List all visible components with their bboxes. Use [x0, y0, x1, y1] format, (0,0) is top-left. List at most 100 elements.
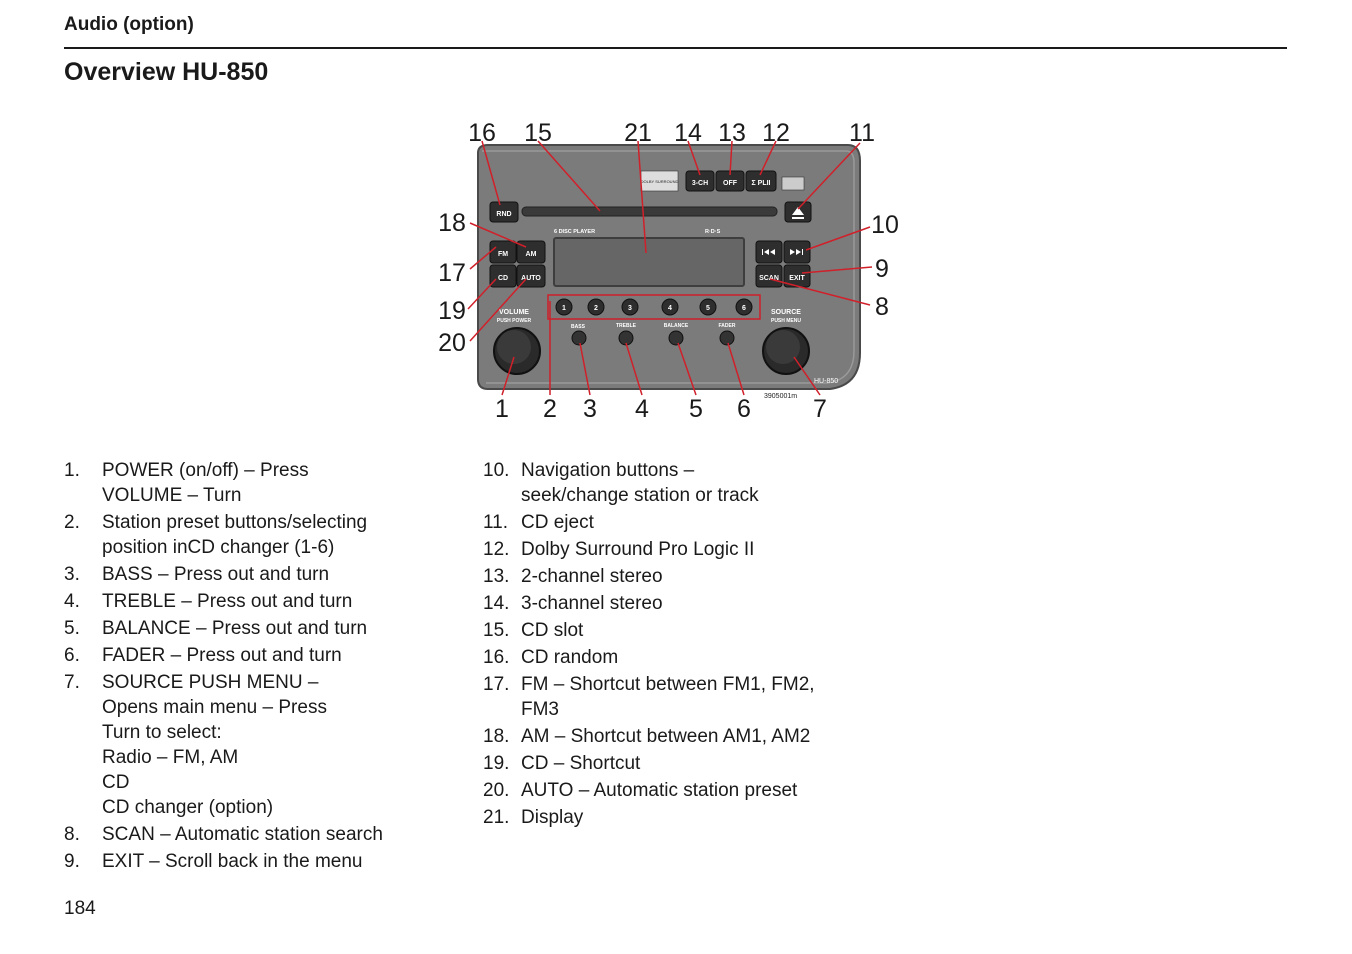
preset-label-5: 5	[706, 305, 710, 312]
preset-label-4: 4	[668, 305, 672, 312]
cd-logo-icon	[781, 176, 805, 191]
disc-player-label: 6 DISC PLAYER	[554, 229, 595, 235]
preset-button-1[interactable]	[555, 298, 573, 316]
callout-1: 1	[495, 395, 509, 423]
preset-button-5[interactable]	[699, 298, 717, 316]
item-text: 2-channel stereo	[521, 566, 663, 587]
exit-label: EXIT	[789, 275, 805, 282]
preset-label-6: 6	[742, 305, 746, 312]
list-item: 15.CD slot	[483, 618, 903, 643]
list-item: 16. CD random	[483, 645, 903, 670]
rnd-button[interactable]	[489, 201, 519, 223]
item-text: FADER – Press out and turn	[102, 645, 342, 666]
exit-button[interactable]	[783, 264, 811, 288]
preset-label-2: 2	[594, 305, 598, 312]
callout-2: 2	[543, 395, 557, 423]
item-text: FM – Shortcut between FM1, FM2, FM3	[521, 674, 815, 720]
rds-label: R·D·S	[705, 229, 721, 235]
eject-icon	[792, 207, 804, 219]
callout-8: 8	[875, 293, 889, 321]
preset-buttons: 1 2 3 4 5 6	[555, 298, 753, 316]
cd-label: CD	[498, 275, 508, 282]
volume-label: VOLUME	[499, 309, 529, 316]
callout-19: 19	[438, 297, 466, 325]
preset-button-3[interactable]	[621, 298, 639, 316]
list-item: 3. BASS – Press out and turn	[64, 562, 464, 587]
balance-knob[interactable]	[668, 330, 684, 346]
item-text: CD slot	[521, 620, 584, 641]
item-text: AM – Shortcut between AM1, AM2	[521, 726, 811, 747]
item-number: 16.	[483, 647, 510, 668]
bass-knob[interactable]	[571, 330, 587, 346]
callout-20: 20	[438, 329, 466, 357]
item-text: SCAN – Automatic station search	[102, 824, 383, 845]
rnd-label: RND	[496, 211, 511, 218]
preset-label-1: 1	[562, 305, 566, 312]
item-text: Display	[521, 807, 584, 828]
plii-label: Σ PLII	[752, 180, 771, 187]
item-text: CD random	[521, 647, 619, 668]
callout-13: 13	[718, 119, 746, 147]
item-number: 5.	[64, 618, 80, 639]
item-number: 7.	[64, 672, 80, 693]
legend-list-left: 1.POWER (on/off) – Press VOLUME – Turn 2…	[64, 458, 464, 876]
callout-7: 7	[813, 395, 827, 423]
seek-back-icon	[762, 249, 775, 255]
seek-forward-icon	[790, 249, 803, 255]
off-label: OFF	[723, 180, 738, 187]
item-text: BALANCE – Press out and turn	[102, 618, 368, 639]
push-menu-label: PUSH MENU	[771, 318, 801, 324]
callout-5: 5	[689, 395, 703, 423]
item-text: CD – Shortcut	[521, 753, 641, 774]
callout-10: 10	[871, 211, 899, 239]
item-text: AUTO – Automatic station preset	[521, 780, 798, 801]
callout-numbers: 16 15 21 14 13 12 11 18 10 17 9 19 8 20 …	[438, 119, 899, 423]
list-item: 17. FM – Shortcut between FM1, FM2, FM3	[483, 672, 903, 722]
preset-highlight	[547, 294, 761, 320]
item-text: BASS – Press out and turn	[102, 564, 330, 585]
callout-12: 12	[762, 119, 790, 147]
list-item: 7. SOURCE PUSH MENU – Opens main menu – P…	[64, 670, 464, 820]
3ch-button[interactable]	[685, 170, 715, 192]
callout-16: 16	[468, 119, 496, 147]
item-number: 10.	[483, 460, 510, 481]
cd-button[interactable]	[489, 264, 517, 288]
item-number: 3.	[64, 564, 80, 585]
cd-slot[interactable]	[521, 206, 778, 217]
source-label: SOURCE	[771, 309, 801, 316]
callout-14: 14	[674, 119, 702, 147]
item-text: SOURCE PUSH MENU – Opens main menu – Pre…	[102, 672, 327, 818]
item-text: EXIT – Scroll back in the menu	[102, 851, 363, 872]
item-number: 6.	[64, 645, 80, 666]
callout-18: 18	[438, 209, 466, 237]
fader-knob[interactable]	[719, 330, 735, 346]
page-number: 184	[64, 898, 96, 919]
item-number: 4.	[64, 591, 80, 612]
item-number: 1.	[64, 460, 80, 481]
header-rule	[64, 47, 1287, 49]
preset-label-3: 3	[628, 305, 632, 312]
item-number: 8.	[64, 824, 80, 845]
plii-button[interactable]	[745, 170, 777, 192]
preset-button-4[interactable]	[661, 298, 679, 316]
3ch-label: 3-CH	[692, 180, 708, 187]
list-item: 5. BALANCE – Press out and turn	[64, 616, 464, 641]
callout-9: 9	[875, 255, 889, 283]
scan-button[interactable]	[755, 264, 783, 288]
treble-knob[interactable]	[618, 330, 634, 346]
legend-list-right: 10.Navigation buttons – seek/change stat…	[483, 458, 903, 832]
list-item: 20.AUTO – Automatic station preset	[483, 778, 903, 803]
list-item: 21.Display	[483, 805, 903, 830]
item-number: 17.	[483, 674, 510, 695]
callout-3: 3	[583, 395, 597, 423]
preset-button-2[interactable]	[587, 298, 605, 316]
item-number: 12.	[483, 539, 510, 560]
treble-label: TREBLE	[616, 323, 637, 329]
item-number: 14.	[483, 593, 510, 614]
preset-button-6[interactable]	[735, 298, 753, 316]
list-item: 11.CD eject	[483, 510, 903, 535]
item-text: Dolby Surround Pro Logic II	[521, 539, 755, 560]
auto-label: AUTO	[521, 275, 541, 282]
item-number: 19.	[483, 753, 510, 774]
push-power-label: PUSH POWER	[497, 318, 532, 324]
